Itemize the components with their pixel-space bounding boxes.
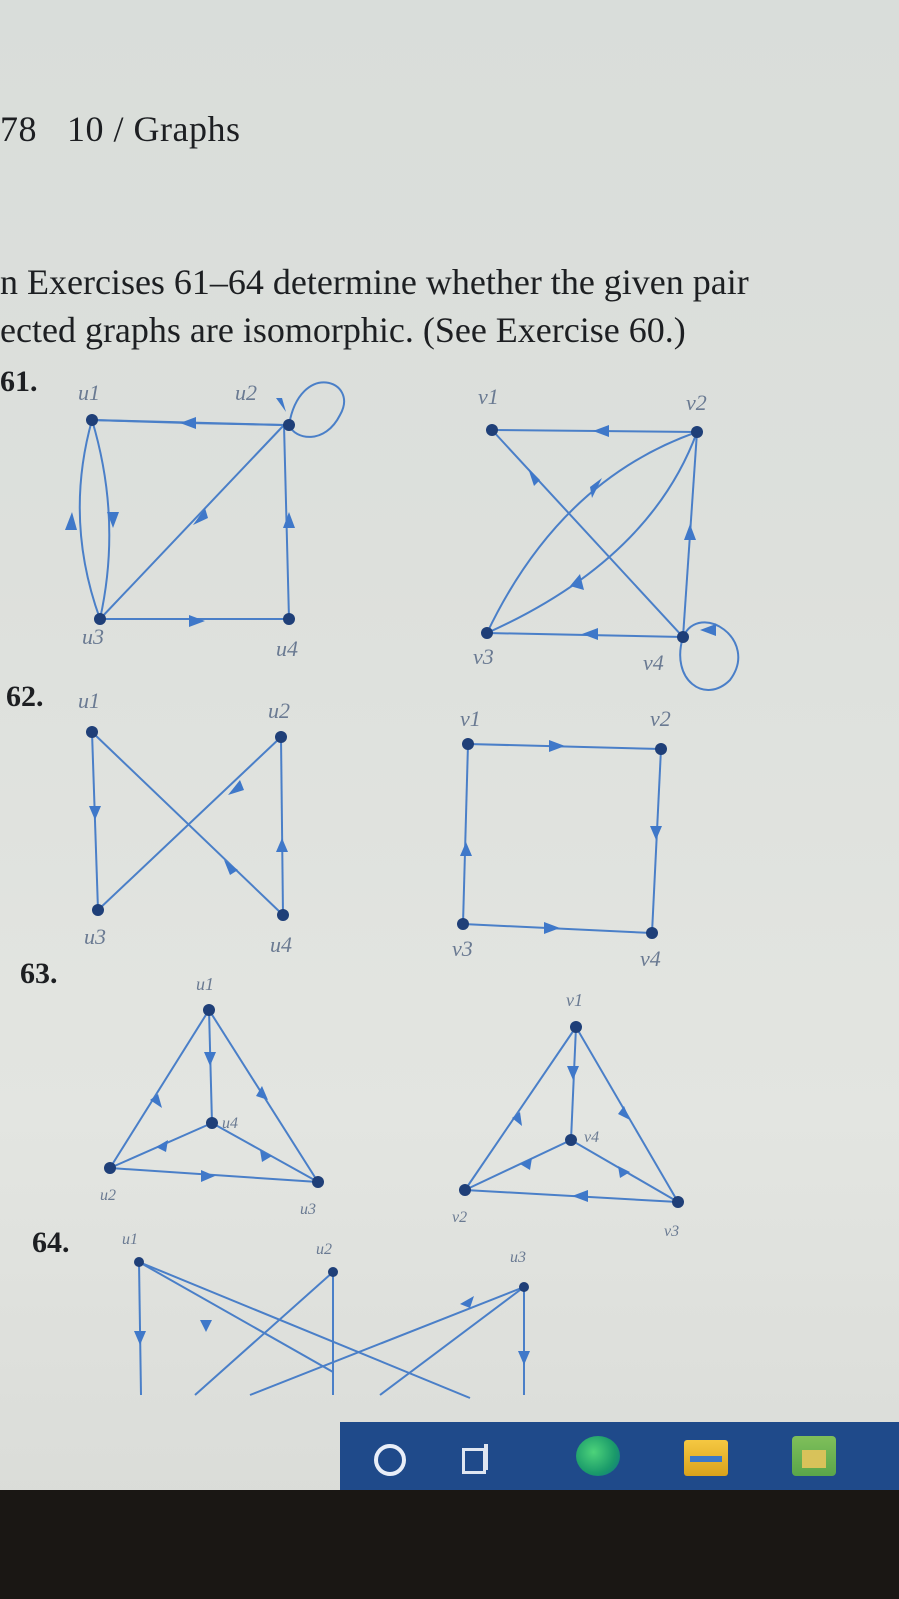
label-u4: u4 [222, 1115, 238, 1132]
graph-64-partial [138, 1261, 525, 1399]
label-u2: u2 [100, 1187, 116, 1204]
label-v2: v2 [452, 1209, 467, 1226]
instructions-line-2: ected graphs are isomorphic. (See Exerci… [0, 310, 686, 350]
vertex-labels: u1 u2 u3 u4 v1 v2 v3 v4 u1 u2 u3 u4 v1 v… [78, 380, 707, 1266]
edge-arrowheads [65, 398, 716, 1365]
task-view-icon[interactable] [462, 1444, 492, 1474]
label-v3: v3 [473, 644, 494, 669]
label-u3: u3 [300, 1201, 316, 1218]
label-u2: u2 [235, 380, 257, 405]
graph-61-v [486, 429, 740, 691]
label-v3: v3 [452, 936, 473, 961]
page-header: 78 10 / Graphs [0, 108, 240, 150]
label-v2: v2 [650, 706, 671, 731]
label-v1: v1 [566, 990, 583, 1010]
exercise-62-number: 62. [6, 680, 44, 713]
graph-62-v [462, 743, 662, 934]
exercise-61-number: 61. [0, 365, 38, 398]
graph-61-u [78, 381, 346, 620]
chapter-title: 10 / Graphs [67, 109, 241, 149]
store-icon[interactable] [792, 1436, 836, 1476]
label-u1: u1 [196, 974, 214, 994]
search-circle-icon[interactable] [374, 1444, 406, 1476]
label-u3: u3 [510, 1249, 526, 1266]
label-u1: u1 [122, 1231, 138, 1248]
vertices [86, 414, 703, 1292]
edge-browser-icon[interactable] [576, 1436, 620, 1476]
label-u3: u3 [84, 924, 106, 949]
page-number: 78 [0, 109, 37, 149]
exercise-64-number: 64. [32, 1226, 70, 1259]
windows-taskbar [340, 1422, 899, 1494]
monitor-bezel [0, 1490, 899, 1599]
file-explorer-icon[interactable] [684, 1440, 728, 1476]
graph-63-v [464, 1026, 679, 1203]
label-u4: u4 [270, 932, 292, 957]
exercise-instructions: n Exercises 61–64 determine whether the … [0, 258, 749, 354]
label-u1: u1 [78, 688, 100, 713]
instructions-line-1: n Exercises 61–64 determine whether the … [0, 262, 749, 302]
label-v3: v3 [664, 1223, 679, 1240]
label-u3: u3 [82, 624, 104, 649]
label-v1: v1 [478, 384, 499, 409]
label-u2: u2 [268, 698, 290, 723]
label-v4: v4 [584, 1129, 599, 1146]
label-v4: v4 [643, 650, 664, 675]
label-v1: v1 [460, 706, 481, 731]
graph-62-u [91, 731, 284, 916]
graph-63-u [109, 1009, 319, 1183]
label-u4: u4 [276, 636, 298, 661]
label-u2: u2 [316, 1241, 332, 1258]
exercise-63-number: 63. [20, 957, 58, 990]
label-u1: u1 [78, 380, 100, 405]
label-v4: v4 [640, 946, 661, 971]
label-v2: v2 [686, 390, 707, 415]
